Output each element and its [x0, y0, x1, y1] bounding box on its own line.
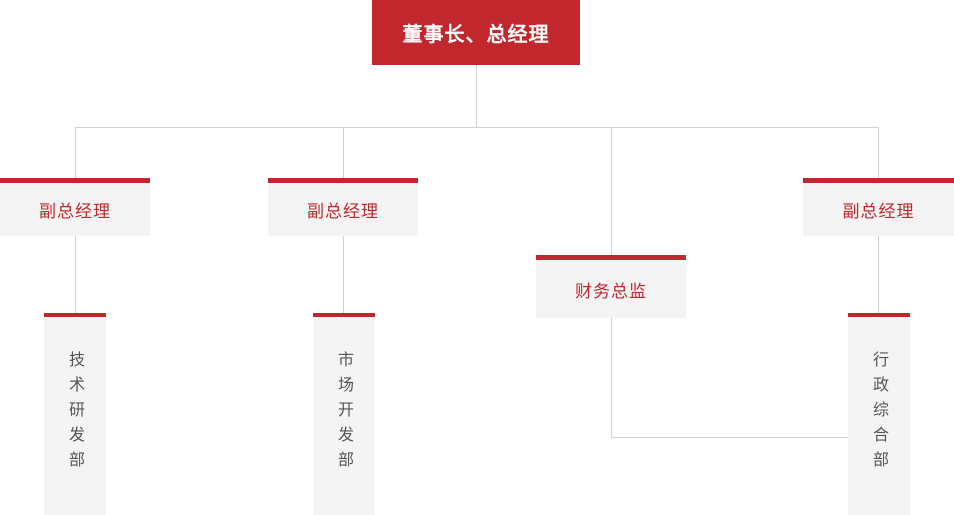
connector-manager4-to-dept3	[878, 236, 879, 313]
connector-horizontal-bus	[75, 127, 879, 128]
connector-manager2-to-dept2	[343, 236, 344, 313]
node-finance-director[interactable]: 财务总监	[536, 255, 686, 318]
connector-drop-manager-1	[75, 127, 76, 178]
node-department-rnd-label: 技术研发部	[66, 351, 85, 476]
node-department-administration[interactable]: 行政综合部	[848, 313, 910, 515]
connector-drop-manager-3	[611, 127, 612, 255]
node-department-market-label: 市场开发部	[335, 351, 354, 476]
node-department-rnd[interactable]: 技术研发部	[44, 313, 106, 515]
connector-drop-manager-2	[343, 127, 344, 178]
connector-manager1-to-dept1	[75, 236, 76, 313]
connector-finance-elbow-horizontal	[611, 437, 851, 438]
connector-finance-elbow-vertical	[611, 318, 612, 437]
connector-drop-manager-4	[878, 127, 879, 178]
node-department-administration-label: 行政综合部	[870, 351, 889, 476]
node-department-market[interactable]: 市场开发部	[313, 313, 375, 515]
node-deputy-general-manager-2[interactable]: 副总经理	[268, 178, 418, 236]
node-deputy-general-manager-1[interactable]: 副总经理	[0, 178, 150, 236]
node-chairman-general-manager[interactable]: 董事长、总经理	[372, 0, 580, 65]
connector-root-stem	[476, 65, 477, 127]
node-deputy-general-manager-3[interactable]: 副总经理	[803, 178, 954, 236]
